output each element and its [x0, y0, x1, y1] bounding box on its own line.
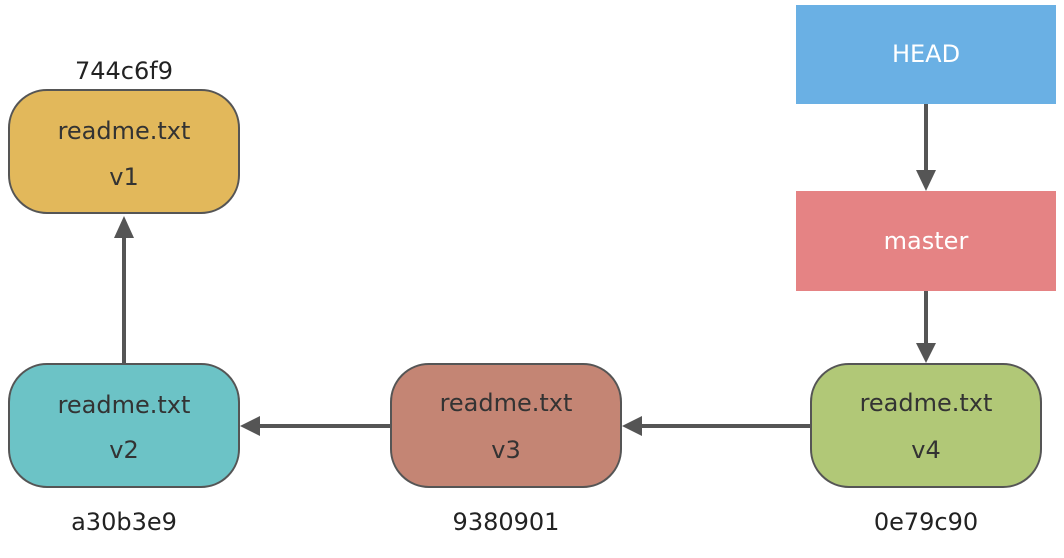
commit-node-v2-version: v2: [109, 436, 138, 464]
commit-node-v1[interactable]: readme.txt v1: [8, 89, 240, 214]
commit-hash-v2: a30b3e9: [71, 508, 177, 536]
commit-node-v3-box: [390, 363, 622, 488]
commit-node-v1-box: [8, 89, 240, 214]
commit-node-v2-box: [8, 363, 240, 488]
commit-node-v4-version: v4: [911, 436, 940, 464]
commit-node-v2[interactable]: readme.txt v2: [8, 363, 240, 488]
commit-node-v3-file: readme.txt: [440, 389, 573, 417]
ref-head-label: HEAD: [892, 40, 960, 68]
commit-node-v4-file: readme.txt: [860, 389, 993, 417]
arrowhead-v4-to-v3: [622, 416, 642, 436]
commit-hash-v1: 744c6f9: [75, 57, 173, 85]
commit-hash-v3: 9380901: [453, 508, 560, 536]
commit-node-v2-file: readme.txt: [58, 391, 191, 419]
commit-node-v1-file: readme.txt: [58, 117, 191, 145]
ref-head-box: [796, 5, 1056, 104]
ref-head[interactable]: HEAD: [796, 5, 1056, 104]
arrowhead-head-to-master: [916, 170, 936, 191]
arrowhead-master-to-v4: [916, 343, 936, 363]
commit-node-v1-version: v1: [109, 163, 138, 191]
ref-master-label: master: [884, 227, 969, 255]
commit-node-v4[interactable]: readme.txt v4: [810, 363, 1042, 488]
arrowhead-v2-to-v1: [114, 216, 134, 238]
ref-master[interactable]: master: [796, 191, 1056, 291]
commit-hash-v4: 0e79c90: [874, 508, 978, 536]
commit-node-v3-version: v3: [491, 436, 520, 464]
commit-node-v4-box: [810, 363, 1042, 488]
commit-node-v3[interactable]: readme.txt v3: [390, 363, 622, 488]
arrowhead-v3-to-v2: [240, 416, 260, 436]
ref-master-box: [796, 191, 1056, 291]
